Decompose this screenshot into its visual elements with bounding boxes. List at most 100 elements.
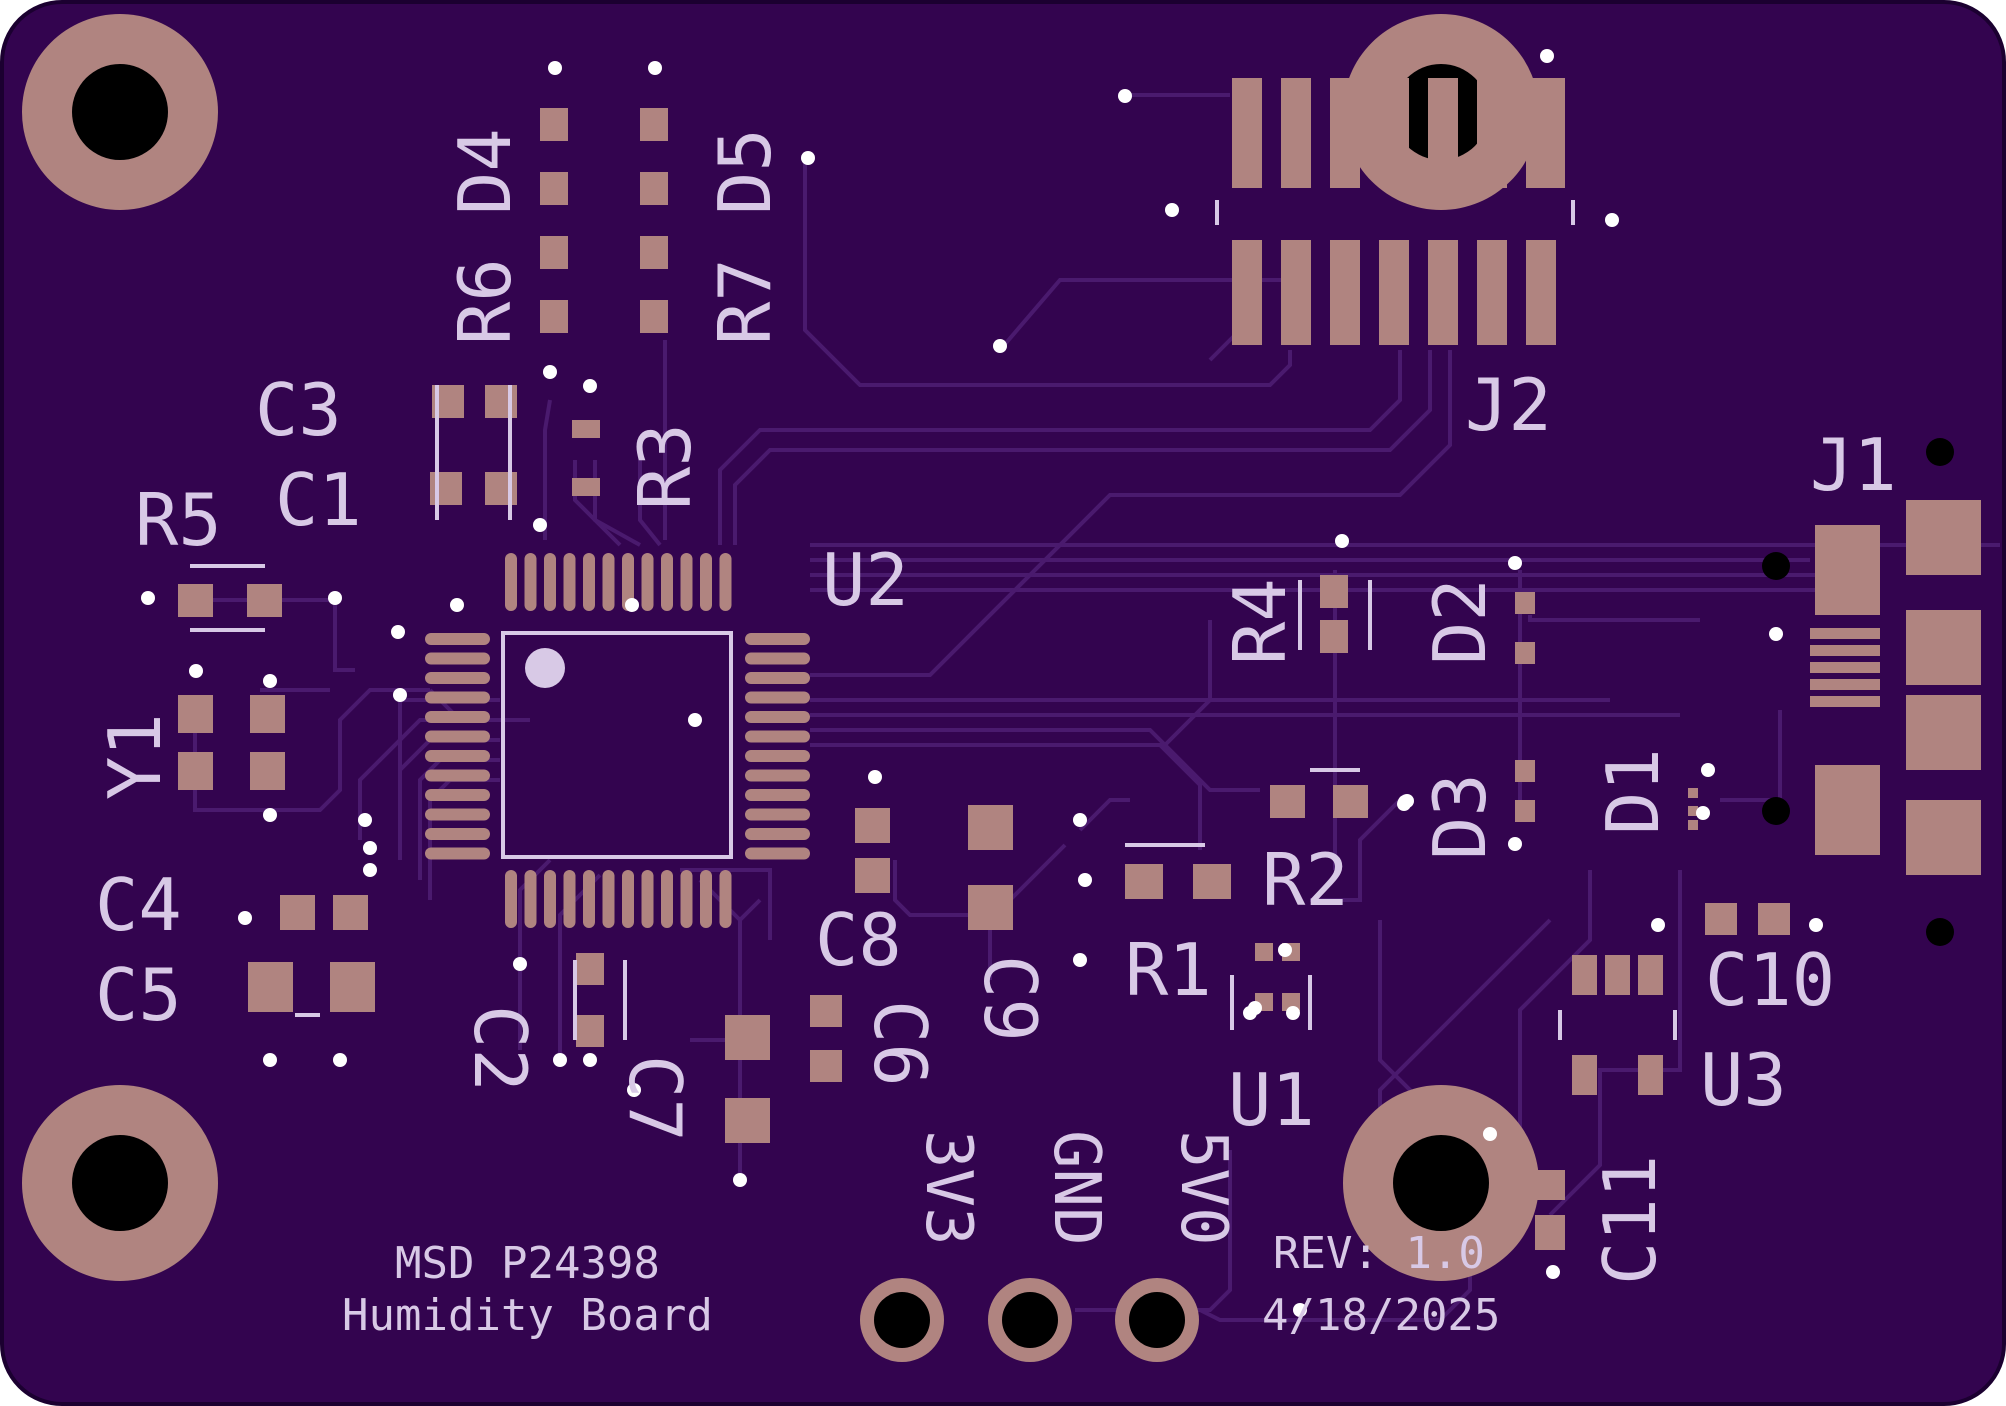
mounting-hole: [22, 14, 218, 210]
u2-pin: [622, 870, 634, 928]
u2-pin: [425, 789, 490, 801]
designator-r6: R6: [443, 258, 527, 345]
u2-pin: [745, 828, 810, 840]
via: [363, 841, 377, 855]
via: [358, 813, 372, 827]
smd-pad: [540, 108, 568, 141]
via: [533, 518, 547, 532]
smd-pad: [725, 1098, 770, 1143]
j1-shell-pad: [1906, 610, 1981, 685]
u2-pin1-dot: [450, 598, 464, 612]
j2-pin: [1477, 78, 1507, 188]
designator-j2: J2: [1465, 363, 1552, 447]
component-pads: [178, 78, 1981, 1250]
smd-pad: [640, 236, 668, 269]
smd-pad: [725, 1015, 770, 1060]
smd-pad: [178, 695, 213, 733]
mounting-hole-drill: [72, 1135, 168, 1231]
u2-pin: [425, 808, 490, 821]
u2-pin: [544, 553, 556, 611]
designator-c1: C1: [275, 458, 362, 542]
smd-pad: [485, 385, 517, 418]
u2-pin1-marker: [525, 648, 565, 688]
j1-shell-pad: [1906, 695, 1981, 770]
u2-pin: [661, 553, 673, 611]
u2-pin: [425, 750, 490, 762]
smd-pad: [540, 172, 568, 205]
smd-pad: [640, 300, 668, 333]
designator-d4: D4: [443, 128, 527, 215]
smd-pad: [1688, 788, 1698, 798]
via: [328, 591, 342, 605]
j1-signal-pad: [1810, 628, 1880, 639]
designator-d1: D1: [1591, 748, 1675, 835]
designator-r7: R7: [703, 258, 787, 345]
u2-pin: [583, 553, 595, 611]
designator-r5: R5: [135, 478, 222, 562]
u2-pin: [425, 769, 490, 782]
via: [263, 674, 277, 688]
smd-pad: [640, 172, 668, 205]
j2-pin: [1232, 240, 1262, 345]
smd-pad: [1515, 800, 1535, 822]
smd-pad: [1638, 1055, 1663, 1095]
j2-pin: [1428, 78, 1458, 188]
u2-pin: [745, 633, 810, 645]
u2-pin: [505, 553, 517, 611]
via: [1605, 213, 1619, 227]
via: [1508, 556, 1522, 570]
j2-pin: [1535, 78, 1565, 188]
smd-pad: [540, 300, 568, 333]
u2-pin: [745, 750, 810, 762]
via: [1400, 794, 1414, 808]
copper-traces: [193, 93, 2000, 1322]
j2-pin: [1281, 78, 1311, 188]
via: [733, 1173, 747, 1187]
smd-pad: [330, 962, 375, 1012]
via: [801, 151, 815, 165]
u2-pin: [583, 870, 595, 928]
smd-pad: [1688, 820, 1698, 830]
via: [1540, 49, 1554, 63]
smd-pad: [1515, 760, 1535, 782]
smd-pad: [333, 895, 368, 930]
designator-c11: C11: [1588, 1155, 1672, 1285]
via: [1809, 918, 1823, 932]
j2-pin: [1330, 240, 1360, 345]
u2-pin: [425, 730, 490, 743]
via: [333, 1053, 347, 1067]
j2-pin: [1428, 240, 1458, 345]
smd-pad: [968, 885, 1013, 930]
designator-c3: C3: [255, 368, 342, 452]
u2-pin: [622, 553, 634, 611]
designator-d3: D3: [1418, 773, 1502, 860]
designator-u1: U1: [1228, 1058, 1315, 1142]
designator-c10: C10: [1705, 938, 1835, 1022]
u2-pin: [700, 870, 712, 928]
via: [553, 1053, 567, 1067]
via: [141, 591, 155, 605]
designator-d5: D5: [703, 128, 787, 215]
smd-pad: [572, 420, 600, 438]
u2-pin: [425, 672, 490, 684]
mounting-hole-drill: [1393, 1135, 1489, 1231]
designator-c2: C2: [458, 1005, 542, 1092]
smd-pad: [1270, 785, 1305, 818]
smd-pad: [572, 478, 600, 496]
smd-pad: [1705, 903, 1737, 935]
via: [583, 379, 597, 393]
via: [1073, 813, 1087, 827]
via: [543, 365, 557, 379]
j1-anchor-hole: [1926, 438, 1954, 466]
j1-signal-pad: [1810, 679, 1880, 690]
via: [1293, 1303, 1307, 1317]
u2-pin: [680, 553, 693, 611]
smd-pad: [810, 995, 842, 1027]
smd-pad: [280, 895, 315, 930]
designator-c5: C5: [95, 953, 182, 1037]
